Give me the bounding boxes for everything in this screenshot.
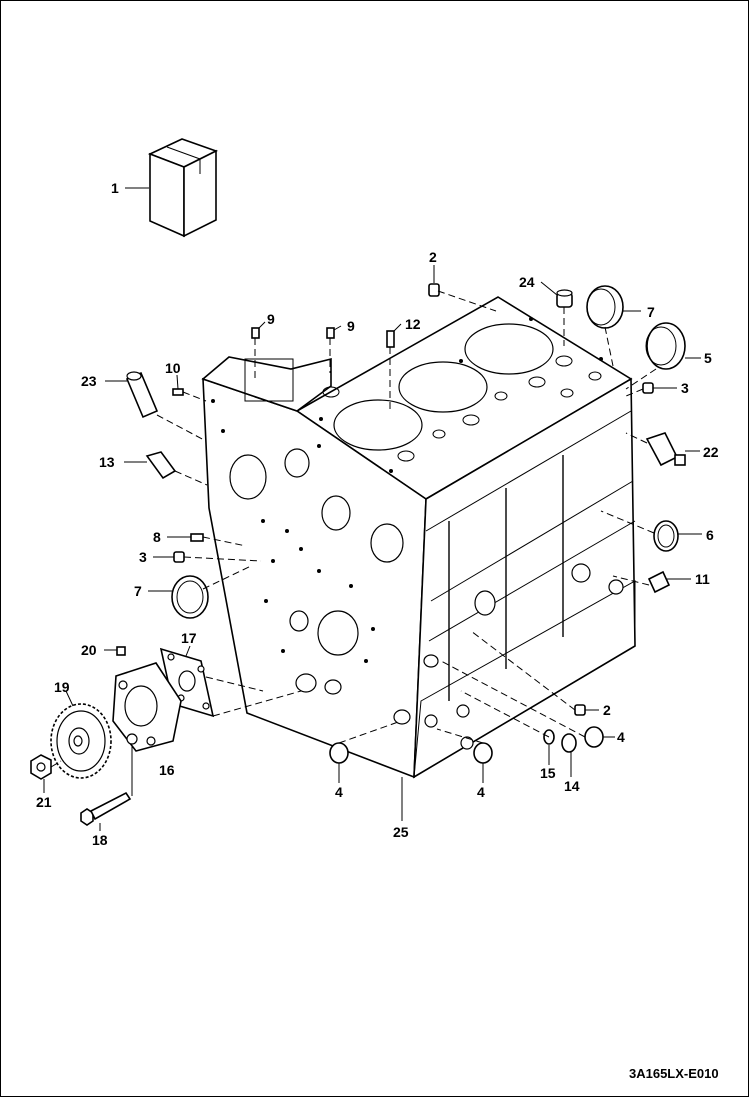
leader-lines — [43, 187, 702, 831]
part-pin-12[interactable] — [386, 330, 395, 348]
part-sensor-22[interactable] — [645, 432, 686, 467]
part-gasket-kit-box[interactable] — [147, 138, 219, 238]
callout-21[interactable]: 21 — [36, 794, 52, 810]
part-pin-11[interactable] — [647, 570, 671, 594]
part-seal-6[interactable] — [653, 520, 679, 552]
callout-7-left[interactable]: 7 — [134, 583, 142, 599]
callout-4-left[interactable]: 4 — [335, 784, 343, 800]
part-oil-pump-assembly[interactable] — [112, 647, 215, 752]
part-sleeve-23[interactable] — [125, 371, 159, 419]
callout-9-left[interactable]: 9 — [267, 311, 275, 327]
callout-8[interactable]: 8 — [153, 529, 161, 545]
part-cap-24[interactable] — [556, 289, 573, 308]
part-plug-4-left[interactable] — [329, 742, 349, 764]
callout-15[interactable]: 15 — [540, 765, 556, 781]
part-pin-10[interactable] — [172, 388, 184, 396]
callout-12[interactable]: 12 — [405, 316, 421, 332]
part-bolt[interactable] — [80, 791, 132, 826]
callout-1[interactable]: 1 — [111, 180, 119, 196]
callout-10[interactable]: 10 — [165, 360, 181, 376]
callout-6[interactable]: 6 — [706, 527, 714, 543]
callout-22[interactable]: 22 — [703, 444, 719, 460]
part-pin-20[interactable] — [116, 646, 126, 656]
part-plug-3-right[interactable] — [642, 382, 654, 394]
engine-block[interactable] — [201, 296, 636, 779]
callout-7-top[interactable]: 7 — [647, 304, 655, 320]
callout-11[interactable]: 11 — [695, 571, 710, 587]
callout-19[interactable]: 19 — [54, 679, 70, 695]
callout-2-top[interactable]: 2 — [429, 249, 437, 265]
callout-24[interactable]: 24 — [519, 274, 535, 290]
callout-4-center[interactable]: 4 — [477, 784, 485, 800]
figure-id: 3A165LX-E010 — [629, 1066, 719, 1081]
part-pin-9a[interactable] — [251, 327, 260, 339]
callouts: 1 2 24 7 9 9 12 5 10 23 3 22 13 8 6 3 7 … — [36, 180, 719, 848]
callout-3-right[interactable]: 3 — [681, 380, 689, 396]
part-plug-4-right[interactable] — [584, 726, 604, 748]
part-pin-9b[interactable] — [326, 327, 335, 339]
part-plug-4-center[interactable] — [473, 742, 493, 764]
part-plug-2-bottom[interactable] — [574, 704, 586, 716]
assembly-lines — [50, 290, 657, 768]
callout-18[interactable]: 18 — [92, 832, 108, 848]
part-plug-5[interactable] — [645, 322, 686, 370]
callout-25[interactable]: 25 — [393, 824, 409, 840]
callout-13[interactable]: 13 — [99, 454, 115, 470]
callout-9-right[interactable]: 9 — [347, 318, 355, 334]
part-plug-7-top[interactable] — [586, 285, 624, 329]
callout-4-right[interactable]: 4 — [617, 729, 625, 745]
callout-3-left[interactable]: 3 — [139, 549, 147, 565]
part-pin-8[interactable] — [190, 533, 204, 542]
callout-14[interactable]: 14 — [564, 778, 580, 794]
callout-5[interactable]: 5 — [704, 350, 712, 366]
callout-16[interactable]: 16 — [159, 762, 175, 778]
callout-23[interactable]: 23 — [81, 373, 97, 389]
part-nut[interactable] — [30, 754, 52, 780]
callout-17[interactable]: 17 — [181, 630, 197, 646]
part-plug-2-top[interactable] — [428, 283, 440, 297]
part-plug-3-left[interactable] — [173, 551, 185, 563]
part-oil-pump-gear[interactable] — [50, 703, 112, 779]
part-seal-7-left[interactable] — [171, 575, 209, 619]
callout-2-bottom[interactable]: 2 — [603, 702, 611, 718]
callout-20[interactable]: 20 — [81, 642, 97, 658]
part-sensor-13[interactable] — [145, 451, 177, 480]
part-plug-14[interactable] — [561, 733, 577, 753]
